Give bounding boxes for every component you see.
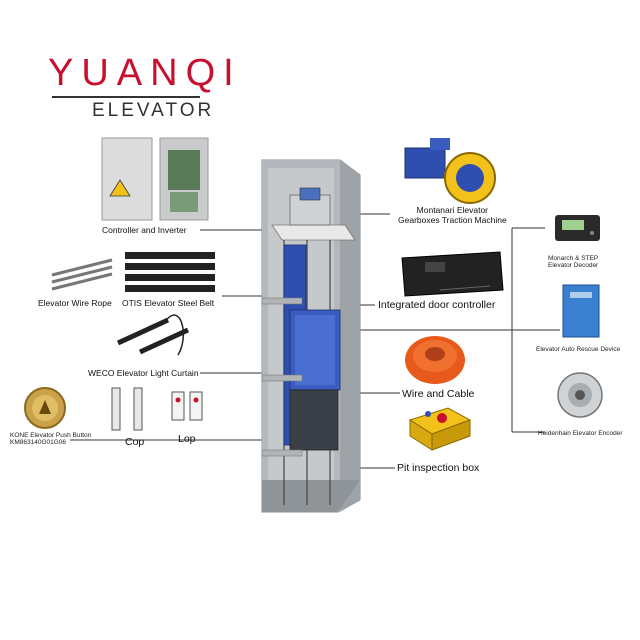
cop-label: Cop: [125, 436, 145, 448]
brand-logo-text: YUANQI: [48, 52, 242, 94]
light-curtain: [116, 314, 190, 356]
wire-rope-label: Elevator Wire Rope: [38, 298, 112, 308]
cop-lop-panels: [111, 387, 203, 431]
wire-cable-label: Wire and Cable: [402, 388, 475, 400]
controller-cabinets: [101, 137, 209, 221]
door-controller-label: Integrated door controller: [378, 299, 496, 311]
push-button: [24, 387, 66, 429]
logo-divider: [52, 96, 200, 98]
pit-box-label: Pit inspection box: [397, 462, 480, 474]
steel-belts: [125, 252, 215, 292]
push-button-label: KONE Elevator Push Button KM863140G01G06: [10, 432, 92, 446]
steel-belt-label: OTIS Elevator Steel Belt: [122, 298, 215, 308]
encoder-label: Heidenhain Elevator Encoder: [538, 430, 623, 437]
lop-label: Lop: [178, 433, 196, 445]
traction-machine: [404, 138, 496, 204]
light-curtain-label: WECO Elevator Light Curtain: [88, 368, 199, 378]
elevator-car: [283, 244, 341, 451]
machine-platform: [271, 187, 356, 241]
wire-rope: [51, 258, 113, 291]
wire-cable-coil: [405, 336, 465, 384]
traction-machine-label: Montanari Elevator Gearboxes Traction Ma…: [398, 205, 507, 225]
encoder-device: [557, 372, 603, 418]
pit-inspection-box: [408, 407, 472, 451]
brand-logo-subtitle: ELEVATOR: [92, 100, 215, 121]
controller-label: Controller and Inverter: [102, 225, 187, 235]
rescue-device-label: Elevator Auto Rescue Device: [536, 346, 621, 353]
decoder-label: Monarch & STEP Elevator Decoder: [548, 255, 599, 269]
floor-slabs: [261, 297, 303, 457]
door-controller: [401, 251, 504, 297]
rescue-device: [562, 284, 600, 338]
decoder-device: [555, 215, 600, 241]
